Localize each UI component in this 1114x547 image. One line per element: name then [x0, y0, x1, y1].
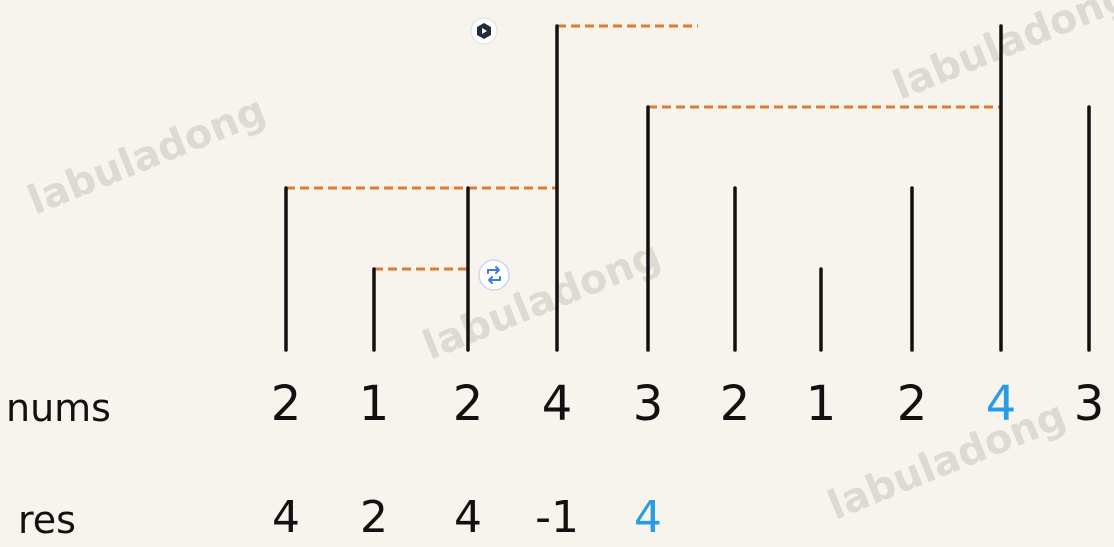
nums-value: 4	[542, 376, 573, 432]
logo-icon	[470, 17, 498, 45]
nums-value: 2	[720, 376, 751, 432]
nums-value: 3	[1074, 376, 1105, 432]
res-value: 4	[634, 492, 662, 543]
nums-value: 4	[986, 376, 1017, 432]
next-greater-links	[286, 24, 1001, 271]
repeat-icon[interactable]	[478, 259, 510, 291]
nums-value: 2	[453, 376, 484, 432]
res-row: 4 2 4 -1 4	[272, 492, 662, 543]
nums-label: nums	[6, 386, 111, 430]
res-value: 4	[272, 492, 300, 543]
res-label: res	[18, 498, 76, 542]
watermark-text: labuladong	[417, 232, 668, 369]
nums-value: 2	[897, 376, 928, 432]
res-value: 2	[360, 492, 388, 543]
watermark-text: labuladong	[822, 392, 1073, 529]
res-value: 4	[454, 492, 482, 543]
res-value: -1	[535, 492, 579, 543]
watermark-layer: labuladong labuladong labuladong labulad…	[22, 0, 1114, 529]
value-bars	[284, 24, 1091, 352]
nums-value: 3	[633, 376, 664, 432]
nums-value: 2	[271, 376, 302, 432]
nums-value: 1	[359, 376, 390, 432]
watermark-text: labuladong	[22, 87, 273, 224]
nums-value: 1	[806, 376, 837, 432]
